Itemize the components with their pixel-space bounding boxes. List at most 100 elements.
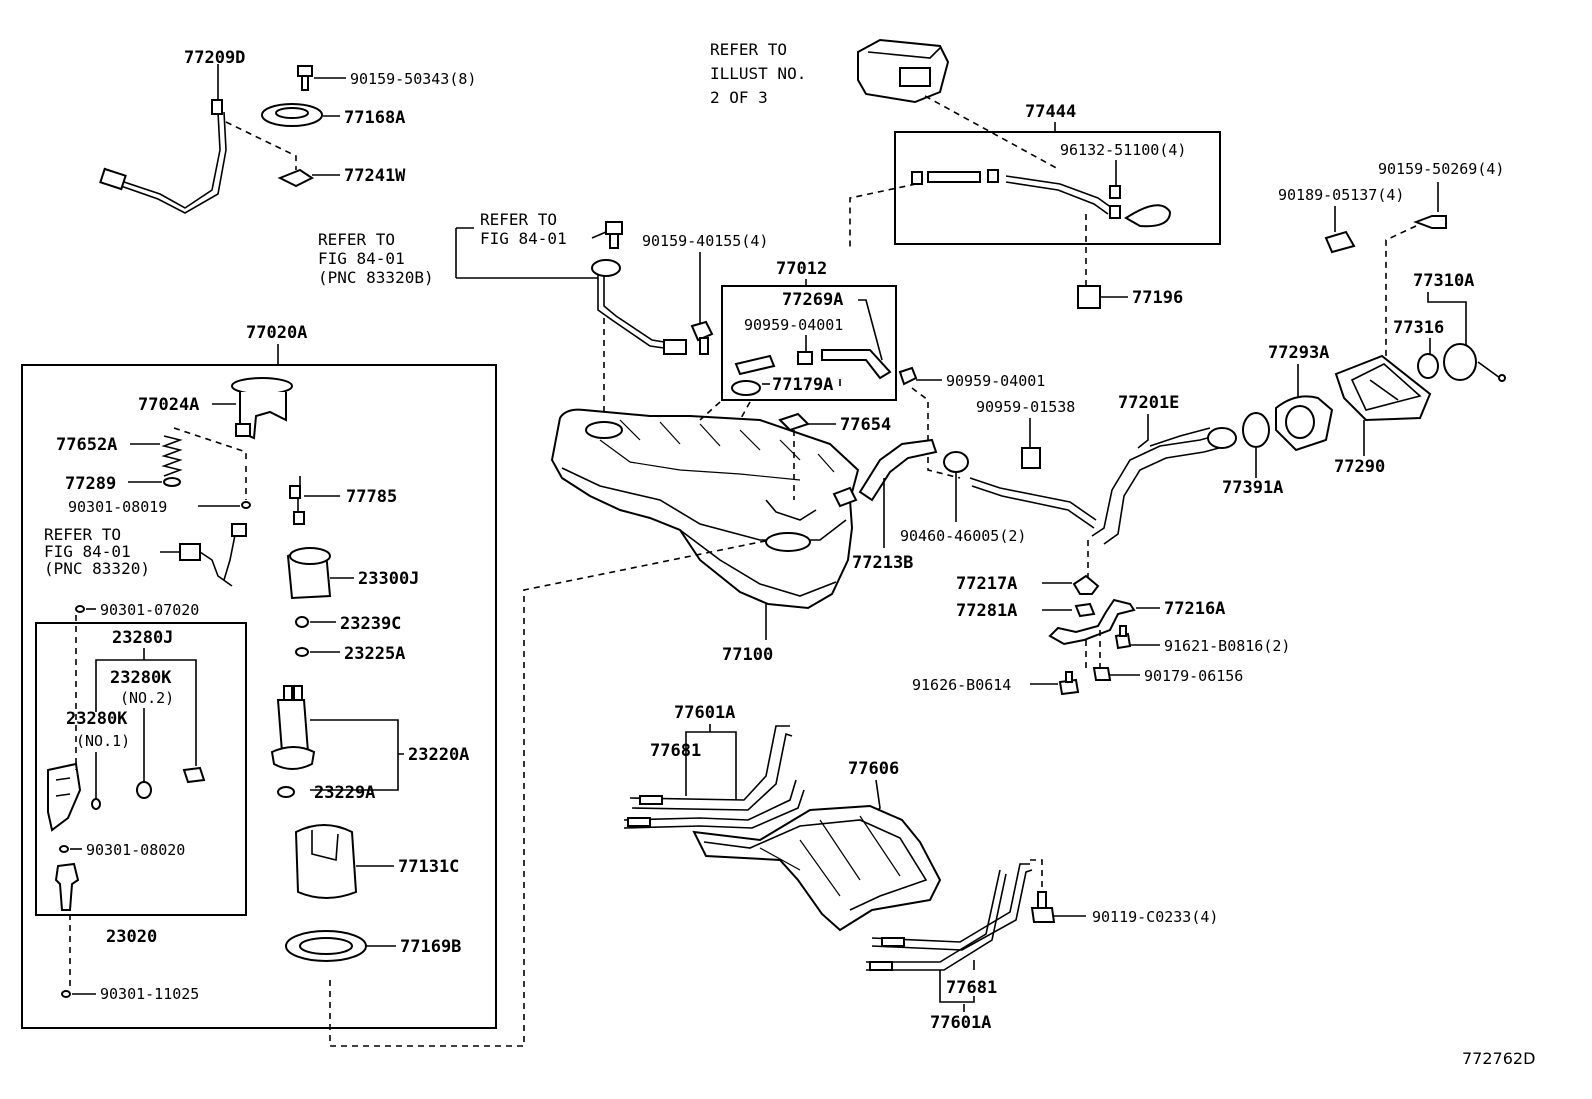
pump-bracket-77024A [231, 377, 293, 440]
label-90119-C0233: 90119-C0233(4) [1092, 908, 1218, 926]
label-no1: (NO.1) [76, 732, 130, 750]
bracket-set [1030, 574, 1160, 696]
fuel-pump-box-77020A [21, 364, 497, 1029]
label-77601A-top: 77601A [674, 703, 735, 723]
label-23280J: 23280J [112, 628, 173, 648]
hose-kit-box-77012 [721, 285, 897, 401]
screw-top [591, 221, 623, 249]
label-77391A: 77391A [1222, 478, 1283, 498]
label-77652A: 77652A [56, 435, 117, 455]
label-77213B: 77213B [852, 553, 913, 573]
lead-23280J [95, 648, 197, 766]
bolt-90159-50343 [297, 65, 346, 91]
dash-90959 [911, 387, 961, 479]
label-90159-50269: 90159-50269(4) [1378, 160, 1504, 178]
ref-fig-a-line2: FIG 84-01 [318, 249, 405, 268]
clip-90189-05137 [1324, 206, 1356, 254]
dash-filler [1385, 225, 1417, 360]
label-23220A: 23220A [408, 745, 469, 765]
label-90959-01538: 90959-01538 [976, 398, 1075, 416]
label-23225A: 23225A [344, 644, 405, 664]
label-23300J: 23300J [358, 569, 419, 589]
label-90179-06156: 90179-06156 [1144, 667, 1243, 685]
lead-77681-bot [939, 960, 975, 1003]
label-90959-04001-a: 90959-04001 [744, 316, 843, 334]
strap-lower [866, 863, 1033, 971]
ref-fig-c-line1: REFER TO [44, 525, 121, 544]
label-77601A-bot: 77601A [930, 1013, 991, 1033]
filter-23300J [286, 547, 354, 600]
sender-wire-assembly [99, 64, 227, 214]
oring-90301-08019 [241, 501, 251, 509]
filter-cup-77131C [294, 824, 394, 899]
label-91621-B0816: 91621-B0816(2) [1164, 637, 1290, 655]
lead-77310A [1427, 292, 1467, 346]
label-77024A: 77024A [138, 395, 199, 415]
label-77217A: 77217A [956, 574, 1017, 594]
hose-77213B [832, 438, 938, 548]
sensor-23020 [54, 862, 80, 911]
dash-77012-tank [699, 401, 751, 421]
part-23239C [295, 616, 336, 628]
label-90959-04001-b: 90959-04001 [946, 372, 1045, 390]
clip-90959-01538 [1021, 418, 1041, 469]
ref-fig-c-line3: (PNC 83320) [44, 559, 150, 578]
dash-77444-to-77012 [849, 183, 917, 250]
label-77196: 77196 [1132, 288, 1183, 308]
label-90301-08019: 90301-08019 [68, 498, 167, 516]
vent-hose-set [731, 349, 892, 396]
label-23239C: 23239C [340, 614, 401, 634]
diagram-code: 772762D [1462, 1049, 1535, 1068]
part-23229A [277, 786, 295, 798]
label-23229A: 23229A [314, 783, 375, 803]
label-77012: 77012 [776, 259, 827, 279]
hose-kit-box-77444 [894, 131, 1221, 245]
label-77293A: 77293A [1268, 343, 1329, 363]
label-77310A: 77310A [1413, 271, 1474, 291]
label-90460-46005: 90460-46005(2) [900, 527, 1026, 545]
label-91626-B0614: 91626-B0614 [912, 676, 1011, 694]
pad-77654 [778, 412, 836, 500]
label-77201E: 77201E [1118, 393, 1179, 413]
regulator-parts [47, 615, 206, 832]
ref-fig-bracket [455, 227, 598, 279]
lead-77269A [858, 299, 883, 361]
clamp-77196 [1077, 285, 1128, 309]
gasket-77168A [261, 103, 340, 127]
charcoal-canister [857, 38, 1061, 171]
ring-77391A [1242, 412, 1270, 478]
label-77100: 77100 [722, 645, 773, 665]
label-77209D: 77209D [184, 48, 245, 68]
clamp-77241W [225, 121, 340, 188]
regulator-box-23020 [35, 622, 247, 916]
label-77168A: 77168A [344, 108, 405, 128]
label-23280K-no2: 23280K [110, 668, 172, 688]
clamp-90460-46005 [943, 451, 969, 522]
label-77654: 77654 [840, 415, 891, 435]
sender-gauge [591, 259, 687, 355]
label-77169B: 77169B [400, 937, 461, 957]
dash-77024A [173, 427, 247, 462]
bolt-90159-40155 [690, 320, 714, 355]
screw-90159-50269 [1413, 182, 1447, 229]
door-77290 [1334, 354, 1432, 456]
ref-illust-line2: ILLUST NO. [710, 64, 806, 83]
label-77289: 77289 [65, 474, 116, 494]
bolt-90119-C0233 [1030, 891, 1086, 923]
label-77316: 77316 [1393, 318, 1444, 338]
ref-fig-b-line2: FIG 84-01 [480, 229, 567, 248]
label-77269A: 77269A [782, 290, 843, 310]
vent-hoses [911, 160, 1172, 228]
lead-77201E [1137, 414, 1149, 449]
label-96132-51100: 96132-51100(4) [1060, 141, 1186, 159]
fuel-tank-77100 [550, 408, 860, 610]
label-77179A: 77179A [772, 375, 833, 395]
label-77281A: 77281A [956, 601, 1017, 621]
spring-77652A [161, 435, 183, 477]
oring-90301-07020 [75, 605, 85, 613]
oring-90301-08020 [59, 845, 69, 853]
label-90159-40155: 90159-40155(4) [642, 232, 768, 250]
label-90189-05137: 90189-05137(4) [1278, 186, 1404, 204]
clip-90959-04001-b [898, 366, 942, 386]
label-77606: 77606 [848, 759, 899, 779]
